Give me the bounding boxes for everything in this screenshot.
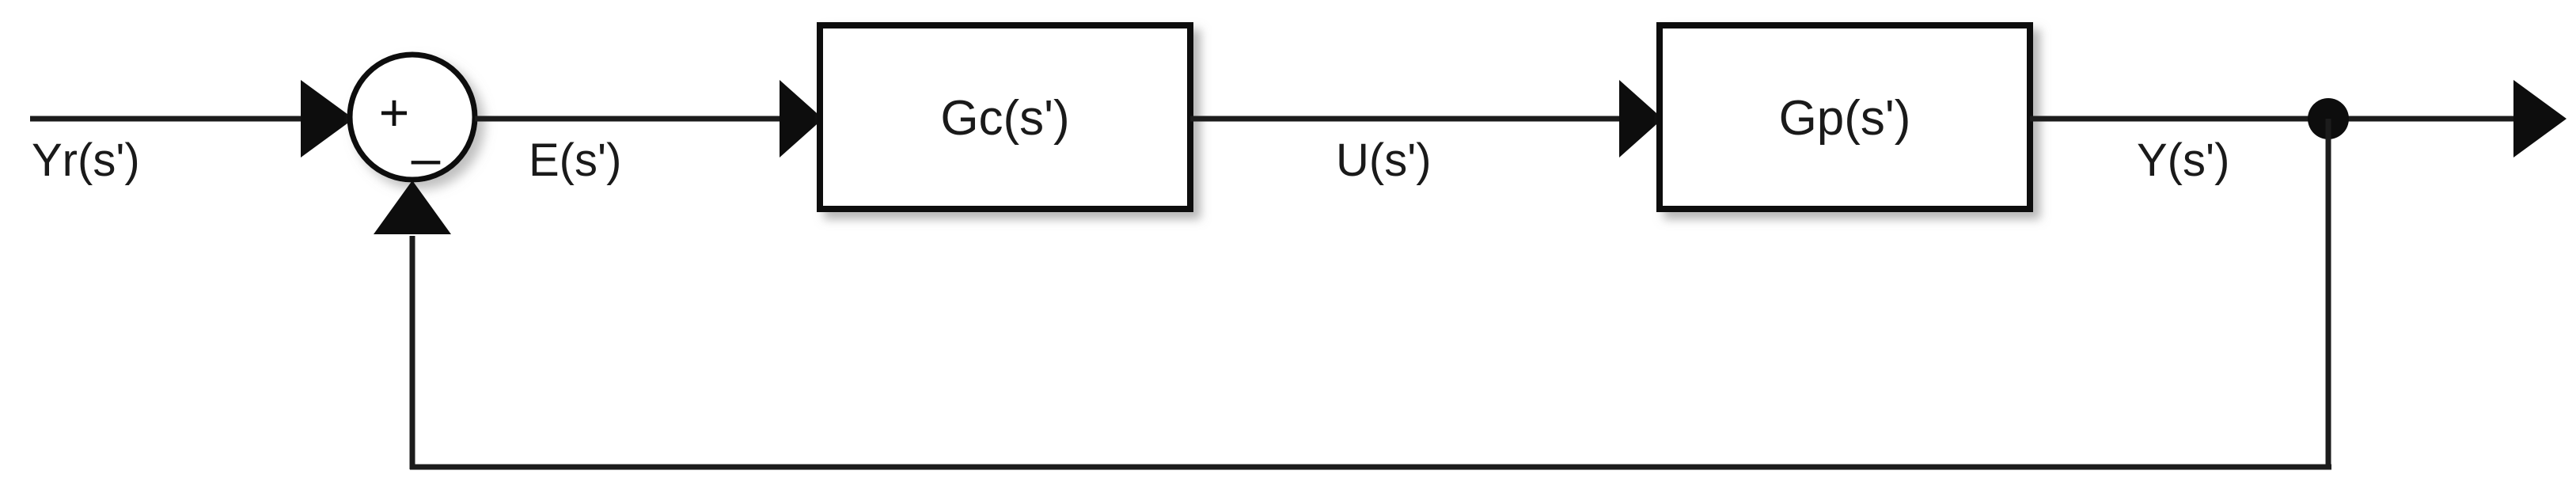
block-controller-label: Gc(s'): [940, 91, 1069, 146]
block-controller[interactable]: [817, 22, 1193, 212]
arrowhead-into-sum-feedback: [374, 180, 451, 234]
label-error-signal: E(s'): [529, 135, 621, 186]
summing-junction-plus-sign: +: [379, 83, 410, 142]
arrowhead-into-sum-reference: [301, 80, 354, 158]
summing-junction-minus-sign: –: [412, 128, 441, 187]
label-reference-signal: Yr(s'): [32, 135, 140, 186]
arrowhead-into-controller: [780, 80, 823, 158]
arrowhead-into-plant: [1619, 80, 1663, 158]
arrowhead-output-terminal: [2513, 80, 2567, 158]
label-control-signal: U(s'): [1336, 135, 1432, 186]
block-plant-label: Gp(s'): [1779, 91, 1911, 146]
label-output-signal: Y(s'): [2137, 135, 2229, 186]
